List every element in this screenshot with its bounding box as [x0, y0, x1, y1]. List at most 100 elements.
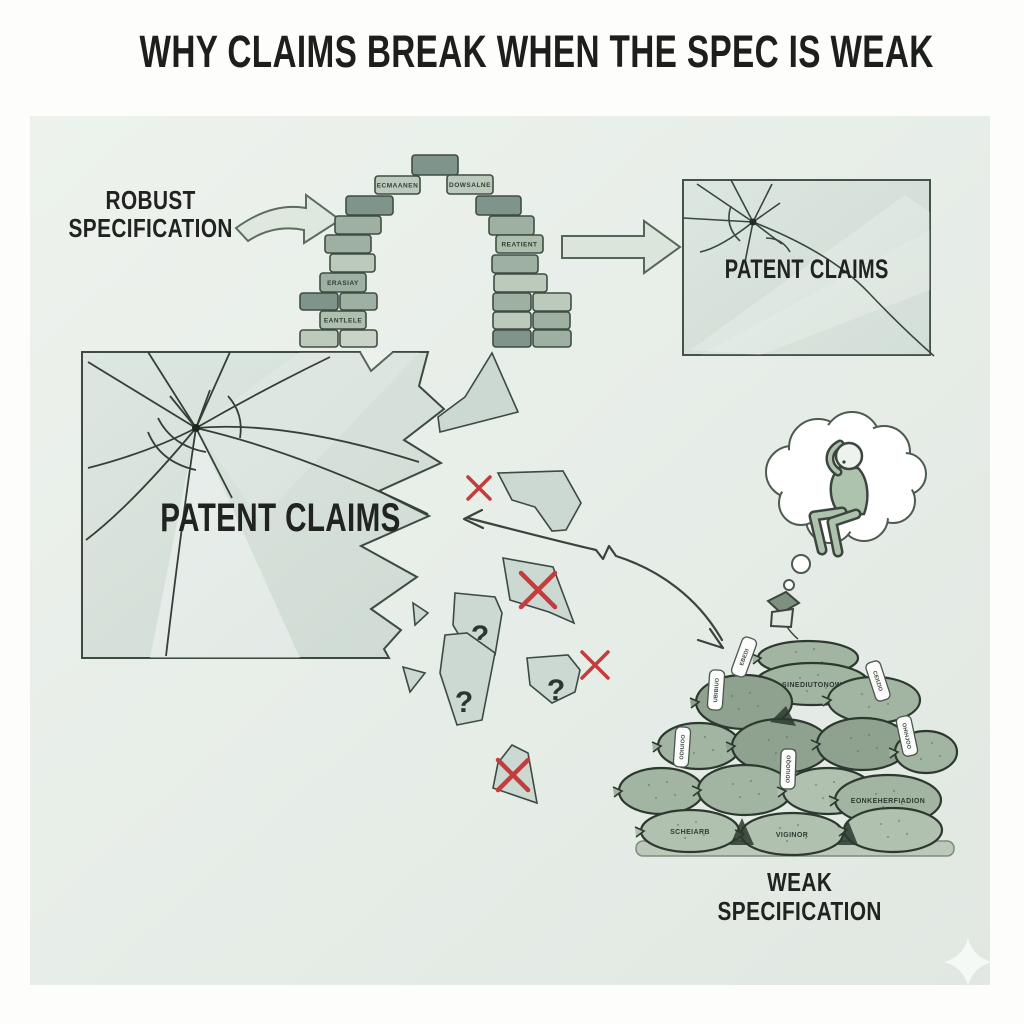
glass-shard	[437, 351, 520, 433]
arch-brick	[329, 253, 376, 273]
sandbag-speckle	[730, 694, 734, 698]
sandbag-speckle	[930, 741, 934, 745]
sandbag-label: SCHEIARB	[670, 829, 710, 836]
shatter-arrow	[462, 508, 725, 650]
sandbag-speckle	[749, 779, 753, 783]
arch-brick	[324, 234, 372, 254]
sandbag-tag: OHIHJOO	[895, 715, 919, 757]
flow-arrow	[561, 219, 682, 275]
glass-shard	[496, 470, 582, 532]
arch-brick	[532, 311, 571, 330]
arch-brick-label: REATIENT	[501, 241, 537, 248]
arch-brick-label: ERASIAY	[327, 280, 359, 287]
sandbag-tie	[634, 826, 646, 838]
sandbag-tie	[689, 697, 701, 709]
sandbag-speckle	[886, 835, 890, 839]
sandbag-tie	[651, 741, 663, 753]
arch-brick	[345, 195, 394, 216]
sandbag-label: SINEDIUTONOW	[782, 682, 842, 689]
cross-mark	[466, 475, 492, 501]
arch-brick	[299, 329, 339, 348]
sandbag-speckle	[867, 705, 871, 709]
crack-lines	[682, 179, 935, 357]
glass-shard	[526, 654, 581, 704]
sandbag-speckle	[892, 789, 896, 793]
sandbag-tag-bg	[706, 669, 726, 711]
sandbag-speckle	[692, 751, 696, 755]
falling-bag	[766, 590, 801, 640]
sandbag-speckle	[794, 650, 798, 654]
arch-brick	[446, 174, 494, 195]
sandbag-tag-bg	[779, 748, 797, 790]
sandbag-speckle	[897, 819, 901, 823]
arch-brick	[374, 175, 421, 195]
sandbag-speckle	[756, 704, 760, 708]
sandbag-speckle	[683, 836, 687, 840]
sandbag-speckle	[804, 836, 808, 840]
sandbag-tie	[612, 786, 624, 798]
sandbag	[842, 806, 944, 854]
thinking-figure	[808, 439, 869, 558]
sandbag-speckle	[824, 686, 828, 690]
sandbag-speckle	[703, 735, 707, 739]
sandbag-speckle	[874, 792, 878, 796]
sandbag-tag-label: ODIUIOO	[679, 734, 687, 760]
sandbag-speckle	[785, 839, 789, 843]
arch-brick	[475, 195, 522, 216]
arch-brick	[339, 329, 378, 348]
broken-glass-panel	[81, 351, 446, 659]
robust-spec-label: ROBUST SPECIFICATION	[68, 185, 233, 244]
broken-claims-label: PATENT CLAIMS	[160, 496, 401, 540]
sandbag-speckle	[665, 780, 669, 784]
sandbag-speckle	[796, 823, 800, 827]
sandbag-speckle	[875, 746, 879, 750]
sandbag-speckle	[900, 802, 904, 806]
sandbag-tie	[888, 747, 900, 759]
sandbag-speckle	[832, 780, 836, 784]
sandbag-tag-bg	[730, 636, 758, 678]
sandbag-tie	[776, 786, 788, 798]
intact-glass-panel	[682, 179, 935, 357]
thought-bubble	[765, 411, 927, 591]
sandbag-speckle	[757, 792, 761, 796]
arch-brick	[334, 215, 382, 235]
sandbag-speckle	[805, 689, 809, 693]
sandbag-speckle	[731, 782, 735, 786]
cross-mark	[518, 570, 558, 610]
sandbag-speckle	[694, 820, 698, 824]
sandbag-speckle	[767, 738, 771, 742]
sandbag-speckle	[785, 735, 789, 739]
sandbag-speckle	[737, 707, 741, 711]
sandbag-speckle	[938, 754, 942, 758]
arch-brick-label: DOWSALNE	[449, 182, 491, 189]
sandbag-speckle	[774, 751, 778, 755]
arch-brick	[492, 329, 532, 348]
sandbag-tie	[828, 795, 840, 807]
arch-brick	[299, 292, 339, 311]
sandbag-tag-bg	[865, 660, 891, 702]
crack-lines	[85, 351, 429, 657]
weak-spec-label: WEAK SPECIFICATION	[717, 867, 883, 926]
sandbag	[815, 716, 911, 772]
sandbag-tie	[725, 741, 737, 753]
sandbag-tie	[821, 695, 833, 707]
sandbag-speckle	[860, 692, 864, 696]
sandbag-label: VIGINOR	[776, 832, 808, 839]
sandbag-tag-label: OHIHJOO	[900, 722, 912, 750]
sandbag-speckle	[886, 702, 890, 706]
sandbag-speckle	[849, 736, 853, 740]
sandbag-speckle	[673, 793, 677, 797]
sandbag-speckle	[647, 783, 651, 787]
sandbag-tag: CEIIZIO	[865, 660, 891, 702]
arch-brick	[488, 215, 535, 236]
arch-brick	[492, 311, 532, 330]
sandbag-tag-label: UBIBIUO	[713, 677, 721, 703]
sandbag-tag: UBIBIUO	[706, 669, 726, 711]
sparkle-icon	[944, 938, 992, 986]
sandbag-tag-label: ODIUOQO	[786, 754, 793, 783]
sandbag-tie	[751, 653, 763, 665]
